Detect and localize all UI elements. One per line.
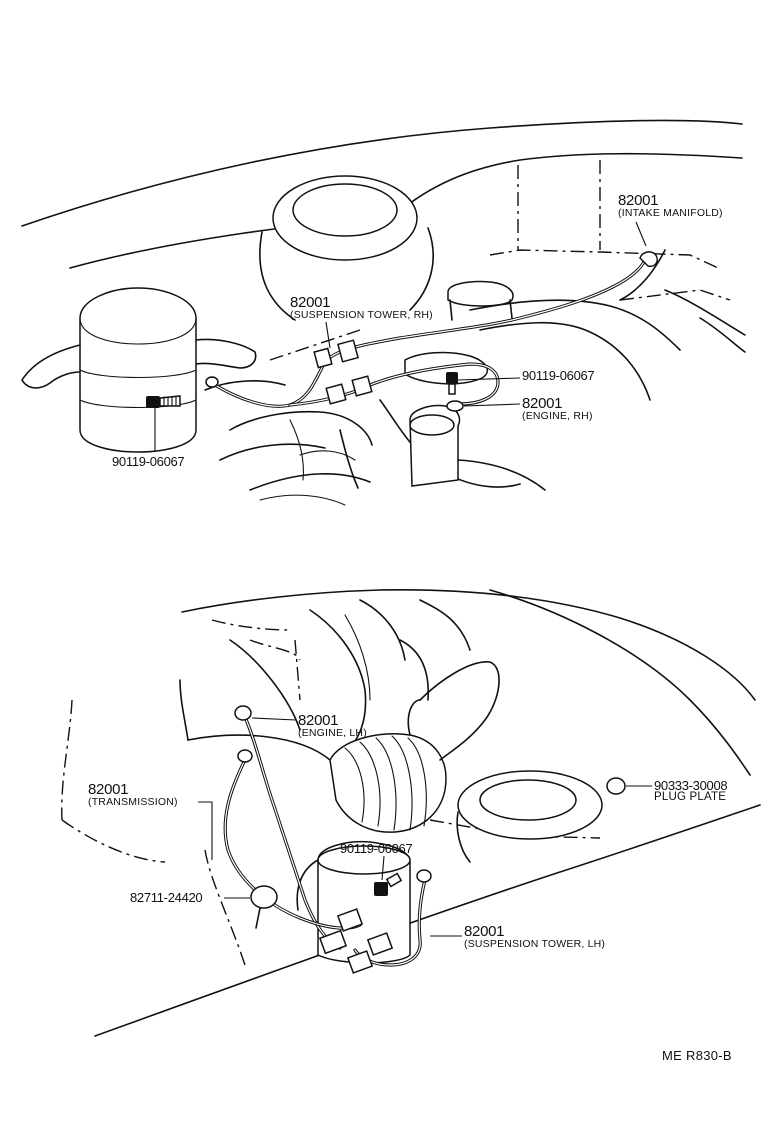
part-description: (SUSPENSION TOWER, LH) xyxy=(464,938,606,950)
callout-engine-rh: 82001 (ENGINE, RH) xyxy=(522,396,593,422)
top-view-drawing xyxy=(21,119,746,506)
callout-plug-plate: 90333-30008 PLUG PLATE xyxy=(654,778,728,804)
callout-suspension-tower-rh: 82001 (SUSPENSION TOWER, RH) xyxy=(290,295,433,321)
figure-code: ME R830-B xyxy=(662,1048,732,1063)
part-number: 82001 xyxy=(88,781,129,798)
part-description: (ENGINE, RH) xyxy=(522,410,593,422)
bolt-lh-shape xyxy=(374,872,403,896)
part-description: (TRANSMISSION) xyxy=(88,796,178,808)
part-number: 90119-06067 xyxy=(112,454,185,469)
callout-suspension-tower-lh: 82001 (SUSPENSION TOWER, LH) xyxy=(464,924,605,950)
callout-clamp: 82711-24420 xyxy=(130,890,203,905)
part-description: (INTAKE MANIFOLD) xyxy=(618,207,723,219)
part-number: 82001 xyxy=(464,923,505,940)
bottom-view-drawing xyxy=(61,588,761,1037)
part-number: 82001 xyxy=(290,294,331,311)
bolt-left-shape xyxy=(146,395,181,408)
bolt-rh-shape xyxy=(446,372,458,395)
part-number: 82001 xyxy=(522,395,563,412)
plug-plate-shape xyxy=(606,777,626,795)
callout-bolt-lh: 90119-06067 xyxy=(340,841,413,856)
callout-transmission: 82001 (TRANSMISSION) xyxy=(88,782,178,808)
part-number: 90333-30008 xyxy=(654,778,728,793)
part-description: (SUSPENSION TOWER, RH) xyxy=(290,309,433,321)
callout-intake-manifold: 82001 (INTAKE MANIFOLD) xyxy=(618,193,723,219)
part-description: PLUG PLATE xyxy=(654,791,727,803)
part-number: 90119-06067 xyxy=(340,841,413,856)
callout-bolt-rh: 90119-06067 xyxy=(522,368,595,383)
part-number: 82001 xyxy=(618,192,659,209)
callout-engine-lh: 82001 (ENGINE, LH) xyxy=(298,713,367,739)
part-number: 90119-06067 xyxy=(522,368,595,383)
clamp-shape xyxy=(250,885,278,929)
callout-bolt-left: 90119-06067 xyxy=(112,454,185,469)
part-description: (ENGINE, LH) xyxy=(298,727,367,739)
part-number: 82711-24420 xyxy=(130,890,203,905)
part-number: 82001 xyxy=(298,712,339,729)
